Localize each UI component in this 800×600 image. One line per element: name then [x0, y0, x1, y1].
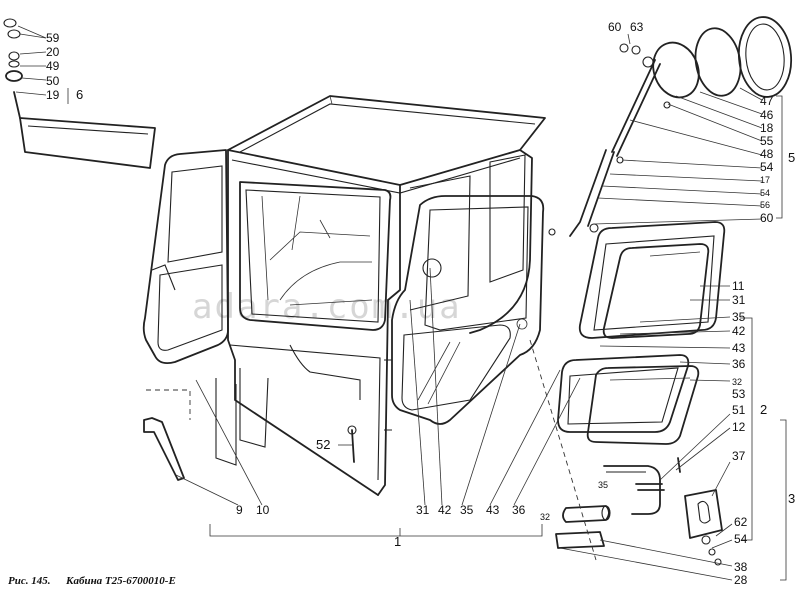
callout-20: 20 — [46, 45, 60, 59]
figure-title: Кабина Т25-6700010-Е — [65, 575, 176, 587]
cabin-body — [215, 95, 546, 496]
door-lock-parts — [143, 417, 723, 566]
callout-9: 9 — [236, 503, 243, 517]
callout-18: 18 — [760, 121, 774, 135]
callout-10: 10 — [256, 503, 270, 517]
callout-42-bottom: 42 — [438, 503, 452, 517]
callout-11: 11 — [732, 279, 745, 293]
callout-43: 43 — [732, 341, 746, 355]
callout-35-bottom: 35 — [460, 503, 474, 517]
callout-50: 50 — [46, 74, 60, 88]
callout-54: 54 — [734, 532, 748, 546]
right-door — [384, 195, 545, 431]
callout-55: 55 — [760, 134, 774, 148]
callout-49: 49 — [46, 59, 60, 73]
left-door — [142, 149, 229, 365]
callout-12: 12 — [732, 420, 746, 434]
watermark: adara.com.ua — [192, 287, 462, 327]
callout-52: 52 — [316, 437, 330, 452]
group-label-3: 3 — [788, 491, 795, 506]
callout-32: 32 — [732, 377, 742, 387]
mirror-callout-leaders — [593, 33, 783, 225]
group-label-1: 1 — [394, 534, 401, 549]
callout-36-bottom: 36 — [512, 503, 526, 517]
callout-36: 36 — [732, 357, 746, 371]
callout-56: 56 — [760, 200, 770, 210]
callout-38: 38 — [734, 560, 748, 574]
callout-19: 19 — [46, 88, 60, 102]
window-callout-leaders — [599, 285, 753, 541]
callout-37: 37 — [732, 449, 746, 463]
callout-32-part: 32 — [540, 512, 550, 522]
callout-31: 31 — [732, 293, 746, 307]
callout-59: 59 — [46, 31, 60, 45]
callout-62: 62 — [734, 515, 748, 529]
callout-43-bottom: 43 — [486, 503, 500, 517]
callout-60: 60 — [760, 211, 774, 225]
group-label-2: 2 — [760, 402, 767, 417]
callout-35-part: 35 — [598, 480, 608, 490]
callout-46: 46 — [760, 108, 774, 122]
group-label-5: 5 — [788, 150, 795, 165]
hardware-callout-leaders — [338, 413, 787, 581]
callout-63: 63 — [630, 20, 644, 34]
callout-42: 42 — [732, 324, 746, 338]
callout-35: 35 — [732, 310, 746, 324]
callout-54-b: 54 — [760, 188, 770, 198]
mirror-assembly-part-5 — [548, 16, 793, 237]
window-glass-parts — [557, 221, 726, 445]
bottom-callout-leaders — [146, 267, 597, 561]
figure-number: Рис. 145. — [8, 575, 50, 587]
callout-54-a: 54 — [760, 160, 774, 174]
group-label-6: 6 — [76, 87, 83, 102]
callout-31-bottom: 31 — [416, 503, 430, 517]
left-callout-leaders — [15, 25, 69, 104]
callout-28: 28 — [734, 573, 748, 587]
callout-60-top: 60 — [608, 20, 622, 34]
sun-visor-part-6 — [3, 18, 156, 169]
callout-47: 47 — [760, 94, 774, 108]
callout-17: 17 — [760, 175, 770, 185]
callout-51: 51 — [732, 403, 746, 417]
callout-53: 53 — [732, 387, 746, 401]
callout-48: 48 — [760, 147, 774, 161]
